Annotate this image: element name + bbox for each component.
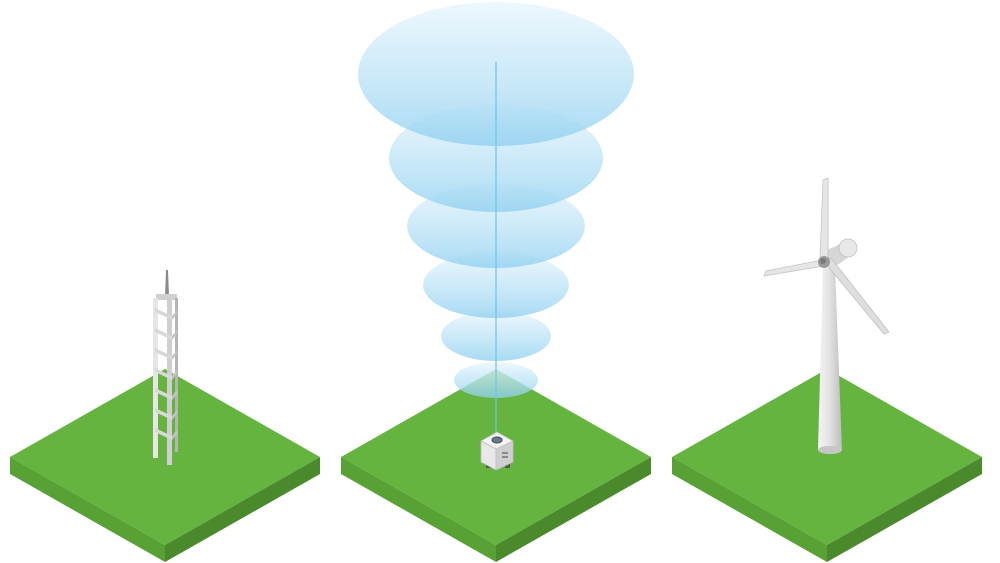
lattice-mast-icon bbox=[153, 270, 178, 465]
lidar-beam-cone bbox=[358, 2, 634, 435]
ground-tile-met-mast bbox=[10, 369, 320, 562]
wind-turbine-icon bbox=[763, 177, 890, 454]
lidar-unit-icon bbox=[480, 431, 514, 471]
ground-tile-wind-turbine bbox=[672, 369, 982, 562]
